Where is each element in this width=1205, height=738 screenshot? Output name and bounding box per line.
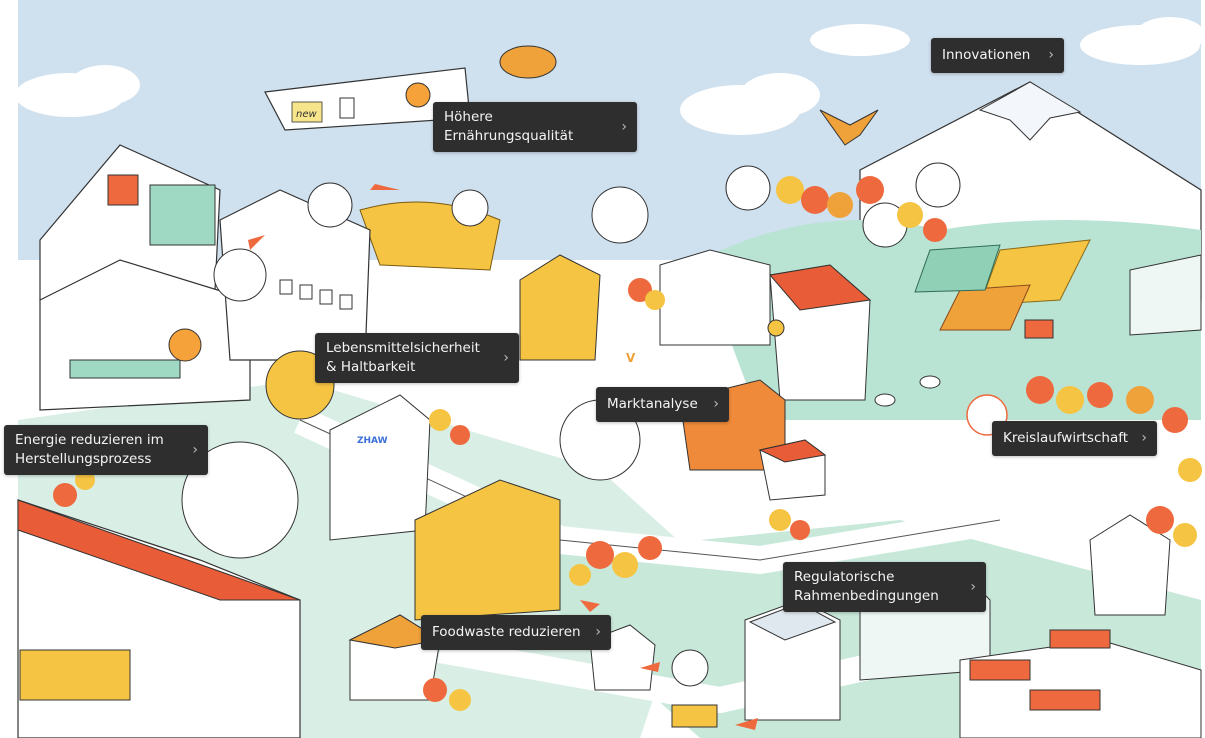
hotspot-ernaehrungsqualitaet-label: Höhere Ernährungsqualität — [444, 109, 574, 144]
yellow-house — [519, 254, 601, 361]
clock-icon — [767, 319, 785, 337]
hotspot-lebensmittelsicherheit-label: Lebensmittelsicherheit & Haltbarkeit — [326, 340, 480, 375]
planter-1 — [969, 659, 1031, 681]
banner-milk-icon — [339, 97, 355, 119]
banner-badge — [291, 101, 323, 123]
hotspot-regulatorische[interactable]: Regulatorische Rahmenbedingungen › — [783, 562, 986, 612]
chevron-right-icon: › — [503, 349, 509, 366]
chevron-right-icon: › — [1141, 430, 1147, 446]
hotspot-ernaehrungsqualitaet[interactable]: Höhere Ernährungsqualität › — [433, 102, 637, 152]
planter-2 — [1029, 689, 1101, 711]
factory-machine — [107, 174, 139, 206]
chevron-right-icon: › — [1048, 47, 1054, 63]
mountain-snow — [978, 81, 1082, 141]
hotspot-marktanalyse[interactable]: Marktanalyse › — [596, 387, 729, 422]
toilet-paper-icon — [671, 649, 709, 687]
hedgehog-icon — [725, 165, 771, 211]
shop-sign: ZHAW — [357, 436, 388, 446]
shed — [1089, 514, 1171, 616]
chevron-right-icon: › — [970, 578, 976, 595]
hotspot-energie-label: Energie reduzieren im Herstellungsprozes… — [15, 432, 164, 467]
banner-burger-icon — [405, 82, 431, 108]
flow-arrows — [248, 184, 758, 730]
butterfly-icon — [915, 162, 961, 208]
town-hall — [659, 249, 771, 346]
chevron-right-icon: › — [595, 624, 601, 640]
bicycle-icon — [591, 186, 649, 244]
burger-icon — [168, 328, 202, 362]
field-green — [914, 244, 1001, 293]
hotspot-innovationen[interactable]: Innovationen › — [931, 38, 1064, 73]
hotspot-foodwaste-label: Foodwaste reduzieren — [432, 624, 581, 640]
hotspot-kreislaufwirtschaft-label: Kreislaufwirtschaft — [1003, 430, 1129, 446]
cow-1 — [919, 375, 941, 389]
factory-top — [39, 144, 221, 301]
planter-3 — [1049, 629, 1111, 649]
factory-room — [149, 184, 216, 246]
hotspot-kreislaufwirtschaft[interactable]: Kreislaufwirtschaft › — [992, 421, 1157, 456]
chevron-right-icon: › — [621, 118, 627, 135]
tractor — [1024, 319, 1054, 339]
office-tower — [329, 394, 431, 541]
supermarket — [414, 479, 561, 621]
chevron-right-icon: › — [192, 441, 198, 458]
vegan-sign: V — [626, 351, 636, 365]
factory-building — [219, 189, 371, 361]
cow-2 — [874, 393, 896, 407]
factory-windows — [279, 279, 353, 310]
hotspot-marktanalyse-label: Marktanalyse — [607, 396, 698, 412]
barn-roof — [758, 439, 827, 463]
clouds — [15, 17, 1205, 135]
hotspot-energie[interactable]: Energie reduzieren im Herstellungsprozes… — [4, 425, 208, 475]
hotspot-regulatorische-label: Regulatorische Rahmenbedingungen — [794, 569, 939, 604]
conveyor — [69, 359, 181, 379]
delivery-truck — [671, 704, 718, 728]
restaurant-roof — [17, 499, 301, 601]
hotspot-foodwaste[interactable]: Foodwaste reduzieren › — [421, 615, 611, 650]
banana-icon — [213, 248, 267, 302]
hotspot-lebensmittelsicherheit[interactable]: Lebensmittelsicherheit & Haltbarkeit › — [315, 333, 519, 383]
hotspot-innovationen-label: Innovationen — [942, 47, 1031, 63]
chevron-right-icon: › — [713, 396, 719, 412]
church-roof — [769, 264, 872, 311]
bird-icon — [819, 109, 879, 146]
trees — [53, 176, 1202, 711]
greenhouse — [1129, 254, 1202, 336]
wheat-icon — [451, 189, 489, 227]
beer-icon — [307, 182, 353, 228]
banner-new-text: new — [296, 109, 317, 120]
dining-table — [19, 649, 131, 701]
field-orange — [939, 284, 1031, 331]
bread-icon — [181, 441, 299, 559]
airship — [499, 45, 557, 79]
